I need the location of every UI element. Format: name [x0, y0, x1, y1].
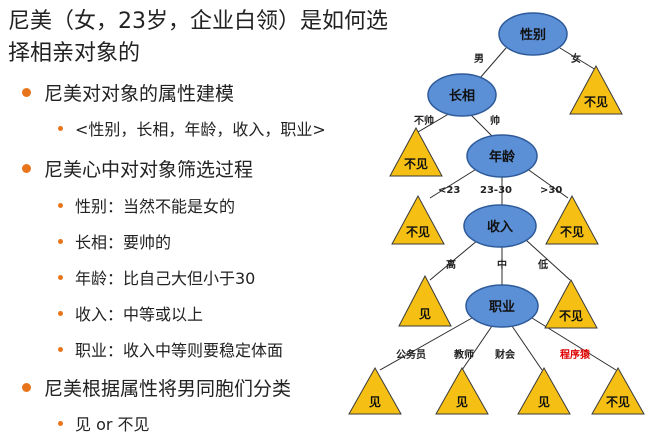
edge-gender-female-leaf [559, 47, 597, 71]
leaf-lt23-no: 不见 [391, 194, 445, 245]
edge-label-not-handsome: 不帅 [414, 114, 434, 127]
sub-bullet-age: 年龄：比自己大但小于30 [58, 267, 255, 291]
edge-label-low: 低 [537, 258, 548, 271]
svg-text:性别: 性别 [520, 27, 546, 43]
edge-job-finance-leaf [511, 325, 543, 371]
edge-label-finance: 财会 [494, 348, 515, 361]
svg-text:不见: 不见 [406, 225, 430, 239]
svg-text:不见: 不见 [559, 309, 583, 323]
leaf-female-no: 不见 [569, 64, 623, 115]
sub-bullet-dot [58, 239, 63, 244]
bullet-modeling: 尼美对对象的属性建模 [22, 80, 234, 108]
bullet-filtering: 尼美心中对对象筛选过程 [22, 156, 253, 184]
leaf-high-yes: 见 [398, 274, 452, 327]
sub-bullet-attributes: <性别，长相，年龄，收入，职业> [58, 118, 326, 142]
node-job: 职业 [465, 284, 539, 328]
edge-label-mid: 中 [497, 258, 507, 271]
node-gender: 性别 [498, 12, 568, 56]
edge-gender-looks [479, 47, 507, 79]
edge-label-teacher: 教师 [453, 348, 474, 361]
svg-text:见: 见 [538, 395, 550, 409]
edge-label-civil: 公务员 [396, 348, 426, 361]
leaf-finance-yes: 见 [517, 366, 571, 415]
edge-income-high-leaf [429, 239, 479, 281]
edge-looks-age [467, 111, 493, 137]
sub-bullet-dot [58, 126, 63, 131]
sub-bullet-dot [58, 347, 63, 352]
edge-label-23-30: 23-30 [480, 185, 512, 196]
svg-text:收入: 收入 [487, 219, 513, 235]
bullet-dot [22, 88, 31, 97]
edge-income-low-leaf [525, 239, 571, 281]
edge-label-programmer: 程序猿 [560, 348, 591, 361]
bullet-classify: 尼美根据属性将男同胞们分类 [22, 375, 291, 403]
sub-bullet-income: 收入：中等或以上 [58, 303, 203, 327]
edge-label-handsome: 帅 [490, 114, 500, 127]
edge-label-gt30: >30 [540, 185, 562, 196]
node-age: 年龄 [466, 134, 538, 178]
sub-bullet-dot [58, 311, 63, 316]
svg-text:见: 见 [369, 395, 381, 409]
edge-job-civil-leaf [379, 317, 473, 371]
sub-bullet-result: 见 or 不见 [58, 413, 150, 437]
leaf-low-no: 不见 [544, 278, 598, 329]
leaf-gt30-no: 不见 [545, 194, 599, 245]
svg-text:不见: 不见 [606, 395, 630, 409]
bullet-dot [22, 383, 31, 392]
edge-looks-notfit-leaf [417, 111, 453, 133]
edge-label-high: 高 [446, 258, 456, 271]
svg-text:职业: 职业 [489, 299, 515, 315]
node-looks: 长相 [427, 73, 497, 117]
edge-label-lt23: <23 [438, 185, 460, 196]
svg-text:不见: 不见 [560, 225, 584, 239]
svg-text:不见: 不见 [404, 157, 428, 171]
edge-age-lt23-leaf [429, 167, 479, 199]
node-income: 收入 [463, 204, 537, 248]
leaf-teacher-yes: 见 [435, 366, 489, 415]
svg-text:不见: 不见 [584, 95, 608, 109]
svg-text:见: 见 [419, 307, 431, 321]
sub-bullet-dot [58, 421, 63, 426]
svg-text:见: 见 [456, 395, 468, 409]
bullet-dot [22, 164, 31, 173]
leaf-civil-yes: 见 [348, 366, 402, 415]
svg-text:长相: 长相 [449, 88, 475, 104]
sub-bullet-dot [58, 275, 63, 280]
edge-job-teacher-leaf [461, 325, 493, 371]
edge-label-male: 男 [474, 53, 484, 65]
page-title: 尼美（女，23岁，企业白领）是如何选择相亲对象的 [8, 9, 388, 66]
edge-label-female: 女 [571, 52, 581, 65]
svg-text:年龄: 年龄 [489, 149, 516, 165]
leaf-not-handsome-no: 不见 [389, 126, 443, 177]
sub-bullet-gender: 性别：当然不能是女的 [58, 195, 235, 219]
sub-bullet-job: 职业：收入中等则要稳定体面 [58, 339, 283, 363]
edge-age-gt30-leaf [525, 167, 569, 199]
sub-bullet-dot [58, 203, 63, 208]
sub-bullet-looks: 长相：要帅的 [58, 231, 171, 255]
leaf-programmer-no: 不见 [591, 366, 645, 415]
